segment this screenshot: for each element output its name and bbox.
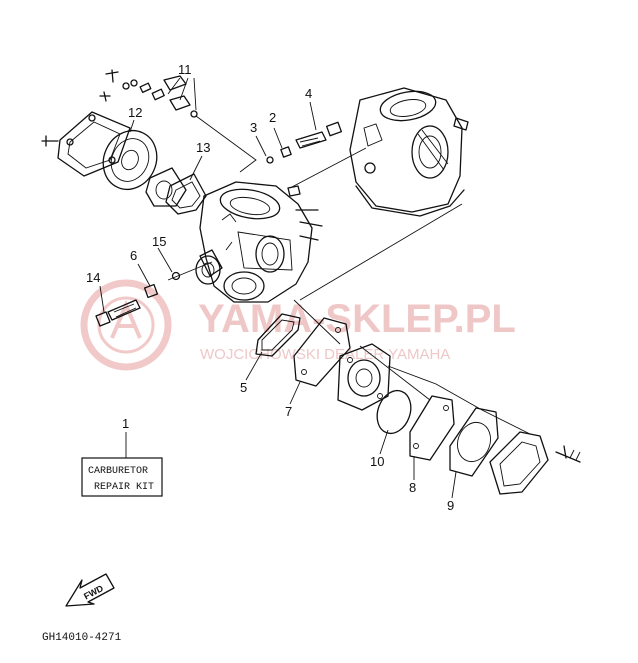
plate-7 [293, 317, 351, 387]
callout-10: 10 [370, 454, 384, 469]
needle-valve-parts [266, 121, 342, 164]
callout-3: 3 [250, 120, 257, 135]
callout-1: 1 [122, 416, 129, 431]
watermark-title: YAMA-SKLEP.PL [198, 297, 516, 341]
plate-8 [409, 395, 455, 461]
repair-kit-line2: REPAIR KIT [94, 482, 154, 493]
callout-12: 12 [128, 105, 142, 120]
gasket-13 [165, 173, 207, 215]
gasket-9 [449, 407, 499, 477]
watermark-subtitle: WOJCICHOWSKI DEALER YAMAHA [200, 346, 450, 363]
callout-9: 9 [447, 498, 454, 513]
callout-13: 13 [196, 140, 210, 155]
diaphragm-cover [41, 111, 131, 177]
float-needle-parts [95, 271, 181, 327]
callout-2: 2 [269, 110, 276, 125]
gasket-5 [255, 313, 301, 357]
watermark: YAMA-SKLEP.PL WOJCICHOWSKI DEALER YAMAHA [80, 279, 516, 371]
callout-leaders [99, 77, 457, 499]
diaphragm-10 [376, 389, 412, 435]
callout-8: 8 [409, 480, 416, 495]
callout-5: 5 [240, 380, 247, 395]
carburetor-body [195, 181, 323, 303]
watermark-logo-forks [110, 299, 142, 339]
callout-7: 7 [285, 404, 292, 419]
fwd-arrow: FWD [65, 573, 115, 607]
diagram-code: GH14010-4271 [42, 632, 122, 644]
callout-4: 4 [305, 86, 312, 101]
diaphragm [102, 130, 158, 190]
callout-11: 11 [178, 62, 192, 77]
diaphragm-housing [145, 167, 187, 207]
pilot-screw-set [99, 69, 198, 118]
callout-6: 6 [130, 248, 137, 263]
repair-kit-line1: CARBURETOR [88, 466, 148, 477]
carburetor-rear [349, 87, 469, 217]
watermark-logo-ring [80, 279, 172, 371]
pump-body [337, 343, 391, 411]
callout-numbers: 11 12 13 3 2 4 15 6 14 5 7 10 8 9 1 [86, 62, 454, 513]
pump-cover [489, 431, 581, 495]
callout-15: 15 [152, 234, 166, 249]
assembly-lines [167, 115, 531, 435]
callout-14: 14 [86, 270, 100, 285]
repair-kit-label: CARBURETOR REPAIR KIT [81, 457, 163, 497]
